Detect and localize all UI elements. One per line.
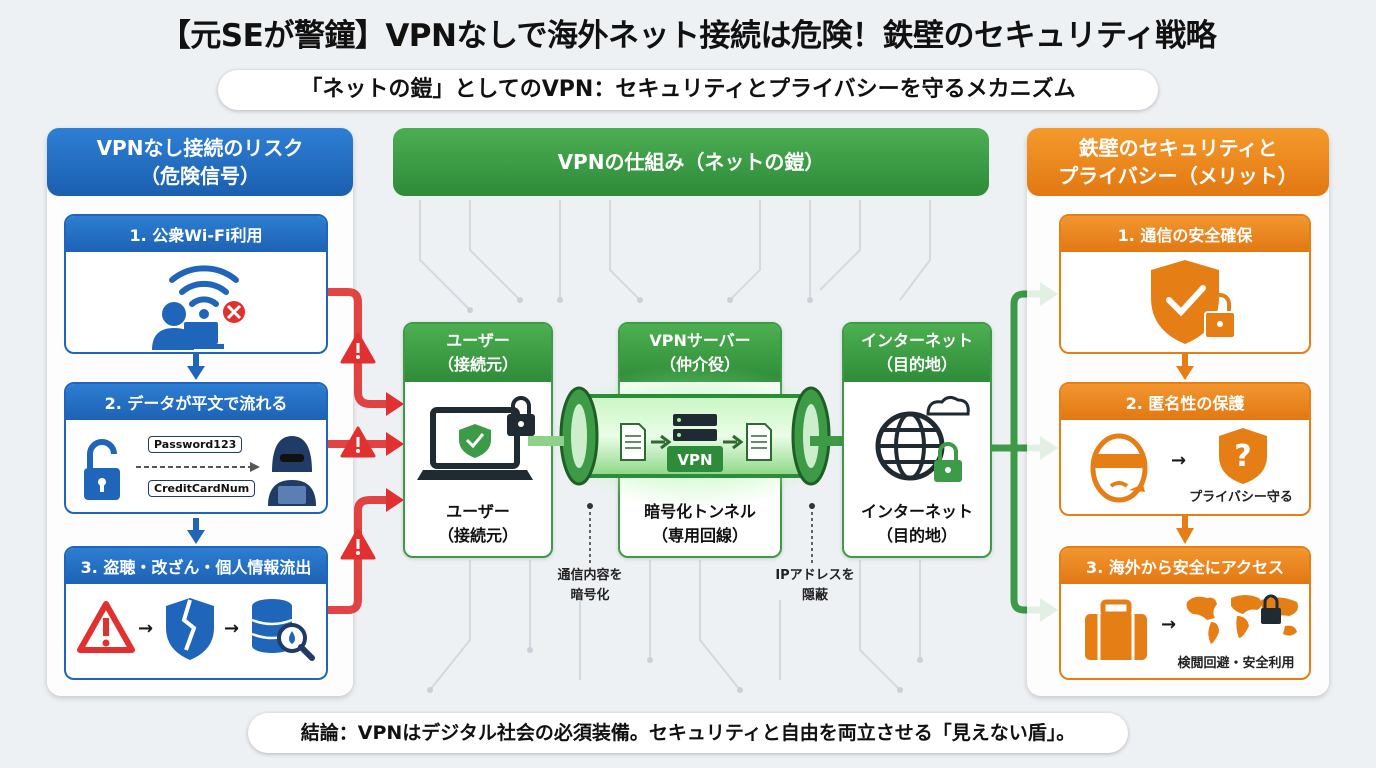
benefit-panel-heading: 鉄壁のセキュリティと プライバシー（メリット） [1027, 128, 1329, 196]
unlocked-lock-icon [84, 439, 120, 500]
arrow-icon: → [138, 618, 154, 639]
ip-hiding-note: IPアドレスを 隠蔽 [760, 566, 870, 606]
tunnel-connector-arrows [528, 428, 864, 454]
conclusion-banner: 結論：VPNはデジタル社会の必須装備。セキュリティと自由を両立させる「見えない盾… [248, 713, 1128, 753]
page-title: 【元SEが警鐘】VPNなしで海外ネット接続は危険！鉄壁のセキュリティ戦略 [159, 18, 1217, 54]
broken-shield-icon [166, 598, 214, 660]
encryption-note-line1: 通信内容を [557, 568, 623, 583]
laptop-shield-icon [417, 396, 535, 480]
arrow-icon: → [1171, 450, 1187, 471]
data-flow-arrow [136, 462, 260, 472]
mechanism-heading: VPNの仕組み（ネットの鎧） [557, 150, 825, 174]
globe-cloud-lock-icon [875, 395, 970, 482]
encryption-note-line2: 暗号化 [570, 588, 610, 603]
danger-warning-icon [340, 332, 376, 364]
risk-panel-heading: VPNなし接続のリスク （危険信号） [47, 128, 353, 196]
note-leaders [587, 503, 815, 564]
benefit-card-access: 3. 海外から安全にアクセス → 検閲回避・安全利用 [1059, 546, 1311, 680]
internet-foot-line1: インターネット [860, 502, 973, 521]
risk-heading-line1: VPNなし接続のリスク [96, 136, 304, 160]
benefit-card-anonymity: 2. 匿名性の保護 → ? プライバシー守る [1059, 382, 1311, 516]
risk-flow-arrows [187, 354, 205, 544]
masked-face-icon [1090, 433, 1148, 503]
suitcase-icon [1085, 599, 1147, 660]
database-leak-icon [251, 599, 315, 661]
internet-node-footer: インターネット （目的地） [844, 500, 990, 548]
user-head-line2: （接続元） [437, 355, 518, 374]
ip-hiding-note-line1: IPアドレスを [775, 568, 855, 583]
benefit-card-title: 2. 匿名性の保護 [1061, 384, 1309, 420]
world-map-lock-icon [1186, 594, 1298, 644]
arrow-icon: → [1161, 614, 1177, 635]
hacker-icon [268, 436, 316, 506]
risk-card-public-wifi: 1. 公衆Wi-Fi利用 [64, 214, 328, 354]
risk-card-title: 3. 盗聴・改ざん・個人情報流出 [66, 548, 326, 584]
user-foot-line1: ユーザー [446, 502, 510, 521]
vpn-badge-text: VPN [677, 451, 712, 469]
benefit-flow-arrows [1176, 354, 1194, 544]
arrow-icon: → [224, 618, 240, 639]
internet-node: インターネット （目的地） インターネット （目的地） [842, 322, 992, 558]
benefit-heading-line1: 鉄壁のセキュリティと [1078, 136, 1278, 160]
tunnel-left-ring [559, 386, 599, 486]
danger-warning-icon [340, 426, 376, 458]
benefit-card-title: 3. 海外から安全にアクセス [1061, 548, 1309, 584]
risk-card-title: 2. データが平文で流れる [66, 384, 326, 420]
encryption-note: 通信内容を 暗号化 [540, 566, 640, 606]
password-data-pill: Password123 [148, 436, 243, 453]
document-icon [746, 423, 772, 461]
tunnel-label-line2: （専用回線） [651, 526, 748, 545]
internet-head-line2: （目的地） [876, 355, 957, 374]
censorship-caption: 検閲回避・安全利用 [1177, 656, 1295, 671]
svg-text:?: ? [1234, 439, 1251, 474]
user-node-footer: ユーザー （接続元） [405, 500, 551, 548]
wifi-user-icon [152, 265, 245, 350]
danger-warning-icon [340, 528, 376, 560]
question-shield-icon: ? [1219, 428, 1267, 484]
danger-arrows [328, 288, 404, 614]
internet-node-heading: インターネット （目的地） [844, 324, 990, 382]
risk-card-eavesdropping: 3. 盗聴・改ざん・個人情報流出 → → [64, 546, 328, 680]
credit-card-data-pill: CreditCardNum [148, 480, 256, 497]
ip-hiding-note-line2: 隠蔽 [801, 588, 828, 603]
benefit-card-title: 1. 通信の安全確保 [1061, 216, 1309, 252]
server-head-line1: VPNサーバー [649, 331, 751, 350]
benefit-heading-line2: プライバシー（メリット） [1058, 164, 1298, 188]
shield-lock-icon [1151, 260, 1236, 344]
risk-card-plaintext: 2. データが平文で流れる Password123 CreditCardNum [64, 382, 328, 514]
user-head-line1: ユーザー [446, 331, 510, 350]
benefit-card-secure: 1. 通信の安全確保 [1059, 214, 1311, 354]
warning-icon [77, 601, 135, 653]
user-node-heading: ユーザー （接続元） [405, 324, 551, 382]
privacy-caption: プライバシー守る [1189, 490, 1293, 505]
internet-foot-line2: （目的地） [876, 526, 957, 545]
encrypted-tunnel: VPN [545, 365, 845, 509]
mechanism-panel-heading: VPNの仕組み（ネットの鎧） [393, 128, 989, 196]
user-foot-line2: （接続元） [437, 526, 518, 545]
document-icon [620, 423, 646, 461]
internet-head-line1: インターネット [860, 331, 973, 350]
subtitle-banner: 「ネットの鎧」としてのVPN：セキュリティとプライバシーを守るメカニズム [218, 70, 1158, 110]
server-icon [667, 414, 723, 472]
risk-heading-line2: （危険信号） [140, 164, 260, 188]
risk-card-title: 1. 公衆Wi-Fi利用 [66, 216, 326, 252]
